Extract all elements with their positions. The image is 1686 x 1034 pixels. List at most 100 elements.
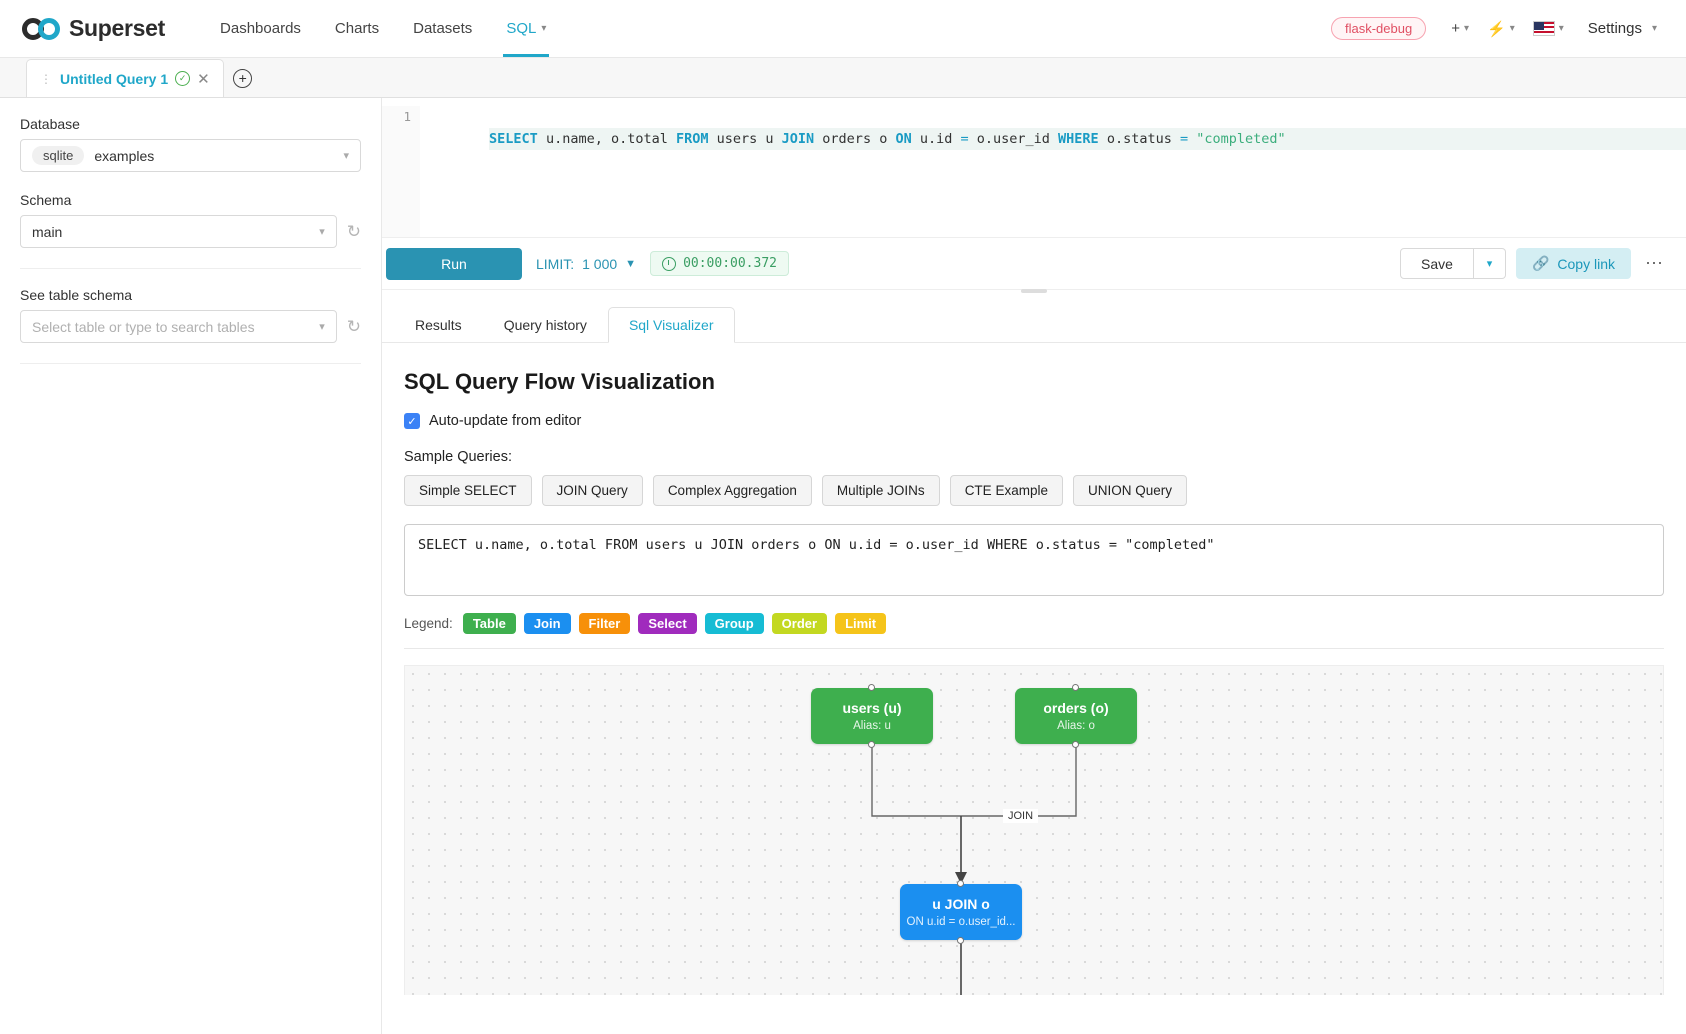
refresh-schema-icon[interactable]: ↻ [346, 222, 361, 241]
query-tab-untitled-query-1[interactable]: ⋮ Untitled Query 1 ✓ ✕ [26, 59, 224, 97]
database-select[interactable]: sqlite examples ▾ [20, 139, 361, 172]
flow-node-orders-alias: Alias: o [1057, 720, 1095, 732]
toolbar-right: Save ▾ 🔗 Copy link ⋯ [1400, 248, 1668, 279]
node-handle-bottom[interactable] [1072, 741, 1079, 748]
flow-node-users-alias: Alias: u [853, 720, 891, 732]
chevron-down-icon: ▾ [319, 321, 325, 333]
run-button[interactable]: Run [386, 247, 522, 280]
pane-resize-handle[interactable] [1021, 289, 1047, 293]
chevron-down-icon: ▾ [319, 226, 325, 238]
editor-code-area[interactable]: SELECT u.name, o.total FROM users u JOIN… [420, 106, 1686, 237]
legend-badge-select: Select [638, 613, 697, 634]
legend: Legend: Table Join Filter Select Group O… [404, 599, 1664, 649]
tab-results[interactable]: Results [394, 307, 483, 343]
table-select[interactable]: Select table or type to search tables ▾ [20, 310, 337, 343]
legend-label: Legend: [404, 616, 453, 631]
sample-button-join-query[interactable]: JOIN Query [541, 475, 643, 506]
chevron-down-icon: ▾ [1651, 23, 1657, 34]
chevron-down-icon: ▾ [1558, 23, 1564, 34]
bolt-menu-button[interactable]: ⚡ ▾ [1480, 16, 1522, 42]
copy-link-button[interactable]: 🔗 Copy link [1515, 248, 1631, 279]
check-circle-icon: ✓ [175, 71, 191, 86]
tab-query-history[interactable]: Query history [483, 307, 608, 343]
nav-label-datasets: Datasets [413, 20, 473, 37]
auto-update-label: Auto-update from editor [429, 413, 582, 429]
schema-select[interactable]: main ▾ [20, 215, 337, 248]
drag-handle-icon[interactable]: ⋮ [40, 71, 53, 86]
sample-queries-label: Sample Queries: [404, 449, 512, 465]
settings-label: Settings [1587, 20, 1642, 37]
result-tabs: Results Query history Sql Visualizer [382, 294, 1686, 343]
database-value: examples [94, 147, 155, 164]
result-pane: Results Query history Sql Visualizer SQL… [382, 294, 1686, 1034]
chevron-down-icon: ▾ [1486, 258, 1493, 270]
copy-link-label: Copy link [1557, 255, 1615, 272]
main-nav: Dashboards Charts Datasets SQL ▾ [203, 0, 563, 57]
nav-label-sql: SQL [506, 20, 537, 37]
plus-circle-icon: + [233, 68, 253, 88]
legend-badge-group: Group [704, 613, 764, 634]
panel-divider [20, 268, 361, 269]
right-panel: 1 SELECT u.name, o.total FROM users u JO… [382, 98, 1686, 1034]
brand-name: Superset [69, 15, 166, 41]
refresh-tables-icon[interactable]: ↻ [346, 317, 361, 336]
save-button[interactable]: Save [1400, 248, 1474, 279]
more-options-icon[interactable]: ⋯ [1645, 253, 1664, 273]
link-icon: 🔗 [1531, 255, 1550, 271]
node-handle-top[interactable] [957, 880, 964, 887]
tab-sql-visualizer[interactable]: Sql Visualizer [607, 307, 735, 343]
nav-item-charts[interactable]: Charts [318, 0, 396, 57]
flow-node-join[interactable]: u JOIN o ON u.id = o.user_id... [900, 880, 1022, 944]
nav-item-dashboards[interactable]: Dashboards [203, 0, 318, 57]
limit-dropdown[interactable]: LIMIT: 1 000 ▼ [536, 256, 636, 272]
sample-button-multiple-joins[interactable]: Multiple JOINs [821, 475, 940, 506]
us-flag-icon [1532, 21, 1555, 36]
legend-badge-limit: Limit [835, 613, 887, 634]
close-icon[interactable]: ✕ [197, 70, 210, 88]
line-number: 1 [403, 109, 411, 124]
flow-node-orders[interactable]: orders (o) Alias: o [1015, 684, 1137, 748]
node-handle-bottom[interactable] [868, 741, 875, 748]
chevron-down-icon: ▾ [1463, 23, 1470, 34]
schema-field-group: Schema main ▾ ↻ [20, 192, 361, 248]
new-item-button[interactable]: + ▾ [1444, 16, 1476, 41]
logo-ring-right [38, 17, 60, 40]
chevron-down-icon: ▾ [541, 23, 547, 34]
node-handle-bottom[interactable] [957, 937, 964, 944]
plus-icon: + [1451, 20, 1460, 37]
query-timer: 00:00:00.372 [650, 251, 789, 276]
nav-item-sql[interactable]: SQL ▾ [489, 0, 563, 57]
legend-badge-order: Order [771, 613, 828, 634]
settings-menu[interactable]: Settings ▾ [1575, 12, 1664, 45]
node-handle-top[interactable] [868, 684, 875, 691]
clock-icon [662, 256, 677, 271]
save-dropdown-button[interactable]: ▾ [1473, 248, 1506, 279]
superset-logo[interactable]: Superset [22, 15, 165, 42]
flow-node-users[interactable]: users (u) Alias: u [811, 684, 933, 748]
sql-input-textarea[interactable] [404, 524, 1664, 596]
table-placeholder: Select table or type to search tables [32, 318, 255, 335]
chevron-down-icon: ▾ [1509, 23, 1515, 34]
top-navbar: Superset Dashboards Charts Datasets SQL … [0, 0, 1686, 58]
sample-button-simple-select[interactable]: Simple SELECT [404, 475, 532, 506]
flow-node-join-condition: ON u.id = o.user_id... [906, 916, 1016, 928]
node-handle-top[interactable] [1072, 684, 1079, 691]
auto-update-checkbox[interactable]: ✓ [404, 413, 420, 429]
nav-item-datasets[interactable]: Datasets [396, 0, 489, 57]
sample-button-union-query[interactable]: UNION Query [1072, 475, 1187, 506]
table-schema-label: See table schema [20, 287, 133, 303]
sample-button-cte-example[interactable]: CTE Example [949, 475, 1063, 506]
legend-badge-table: Table [462, 613, 516, 634]
flow-canvas[interactable]: JOIN users (u) Alias: u orders (o) Alias… [404, 665, 1664, 995]
status-badge: flask-debug [1331, 17, 1427, 40]
language-selector[interactable]: ▾ [1526, 17, 1571, 40]
add-query-tab-button[interactable]: + [224, 59, 262, 97]
query-tab-label: Untitled Query 1 [60, 70, 169, 87]
nav-label-dashboards: Dashboards [220, 20, 301, 37]
navbar-right: flask-debug + ▾ ⚡ ▾ ▾ Settings ▾ [1331, 12, 1664, 45]
flow-node-orders-name: orders (o) [1043, 700, 1109, 716]
sql-editor[interactable]: 1 SELECT u.name, o.total FROM users u JO… [382, 98, 1686, 238]
sample-button-complex-aggregation[interactable]: Complex Aggregation [652, 475, 812, 506]
legend-badge-filter: Filter [578, 613, 631, 634]
flow-node-users-name: users (u) [842, 700, 902, 716]
